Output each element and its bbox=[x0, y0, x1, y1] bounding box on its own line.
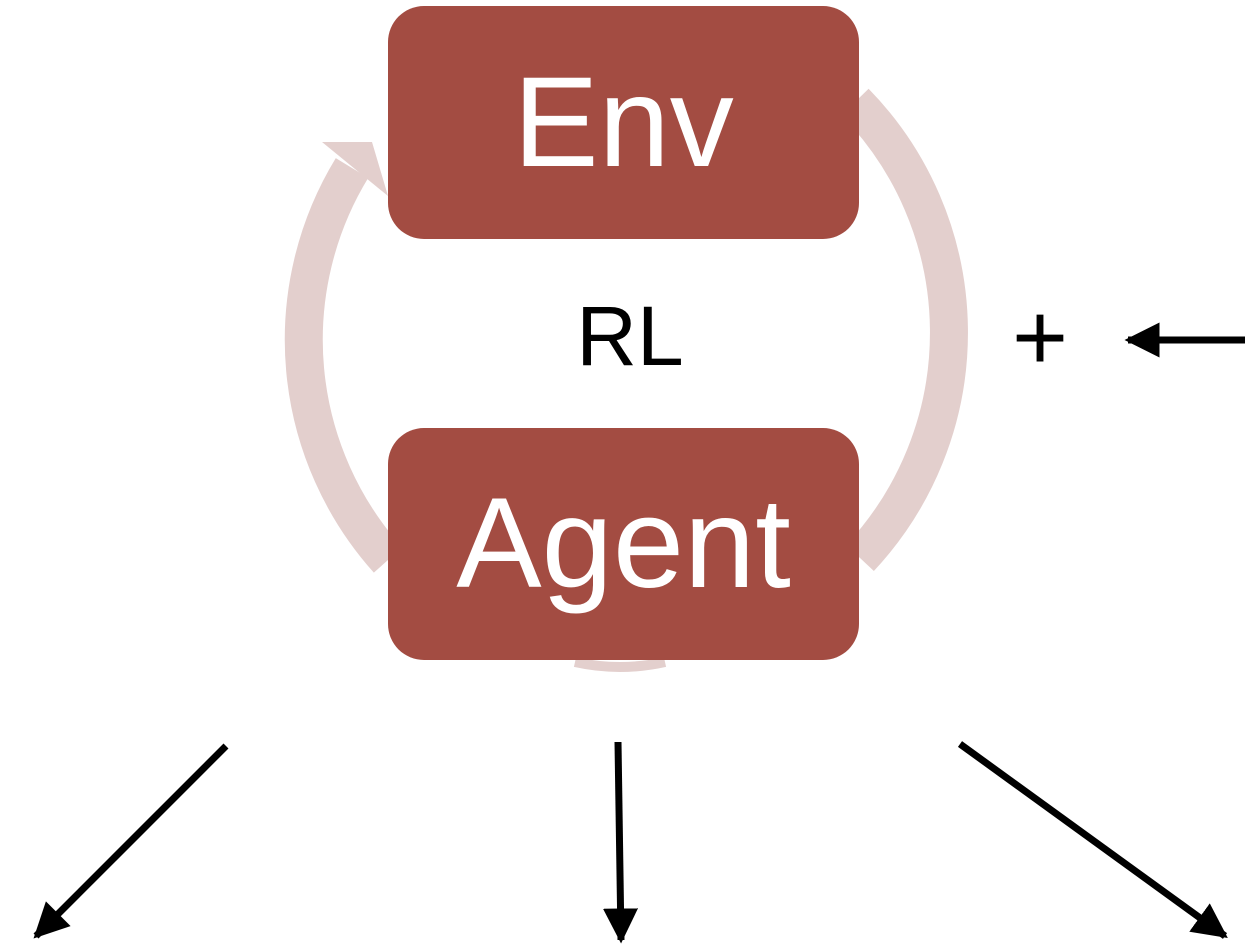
down-right-arrow-icon bbox=[957, 741, 1228, 939]
cycle-arrow-icon bbox=[284, 88, 968, 672]
agent-box: Agent bbox=[388, 428, 859, 660]
env-box: Env bbox=[388, 6, 859, 239]
cycle-arc-bottom bbox=[573, 657, 667, 672]
agent-label: Agent bbox=[456, 472, 791, 615]
cycle-arrowhead bbox=[322, 142, 388, 196]
down-left-arrow-icon bbox=[33, 743, 229, 939]
rl-label: RL bbox=[576, 289, 684, 383]
cycle-arc-right bbox=[841, 88, 968, 571]
down-arrow-icon bbox=[603, 741, 639, 944]
env-label: Env bbox=[513, 50, 734, 194]
cycle-arc-left bbox=[284, 158, 403, 573]
plus-icon: + bbox=[1011, 284, 1069, 391]
